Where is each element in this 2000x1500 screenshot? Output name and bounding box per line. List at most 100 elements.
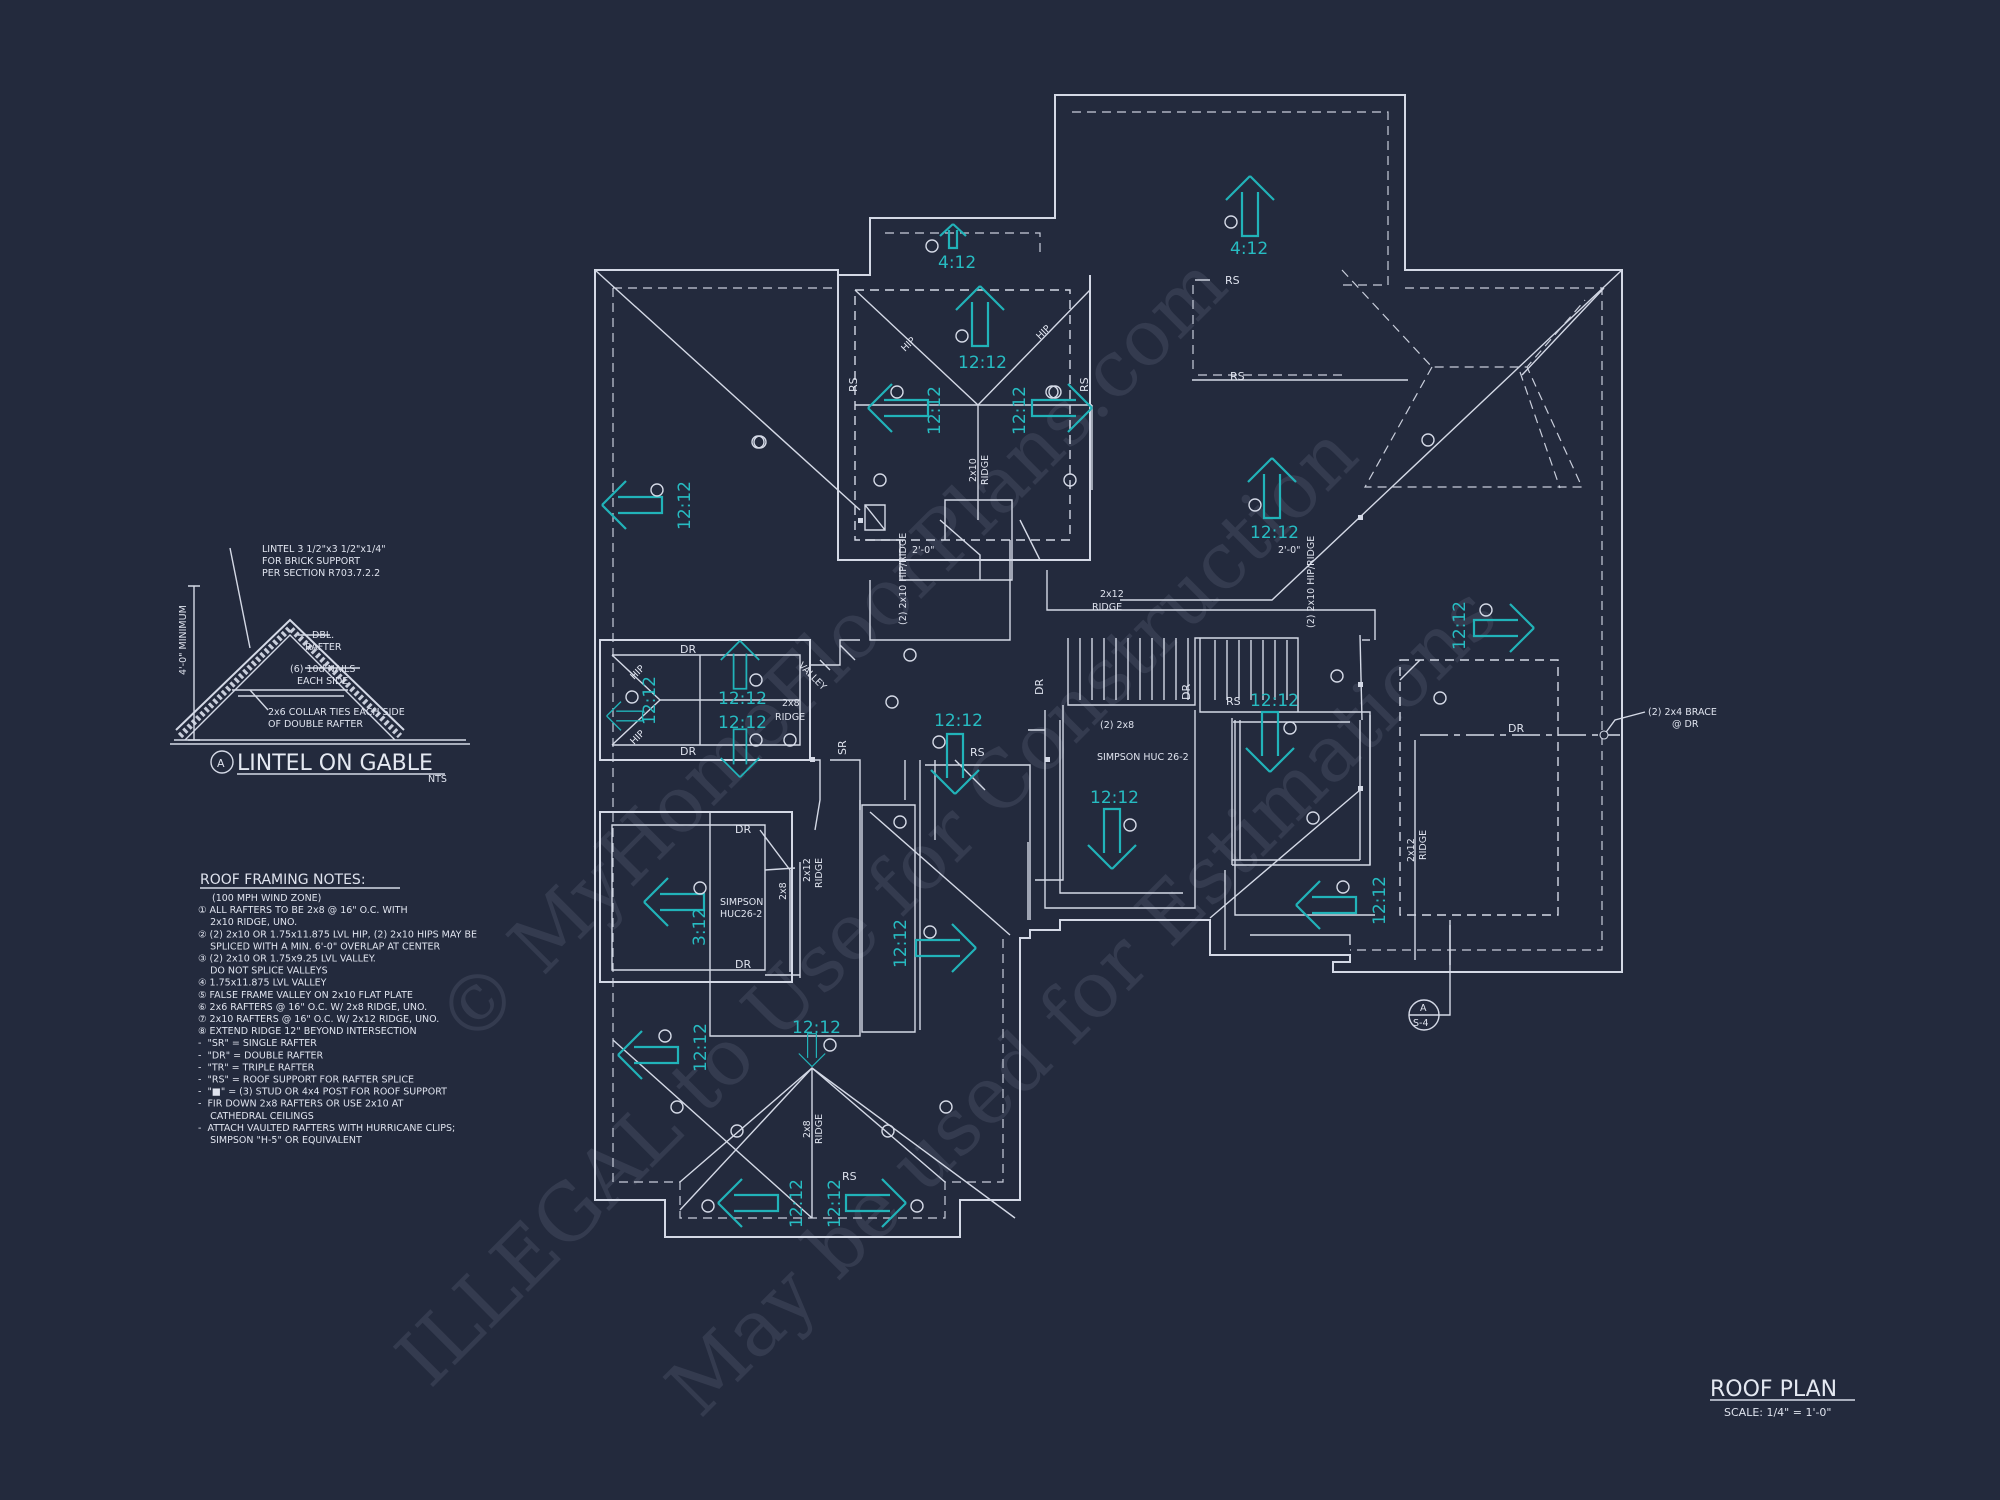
label-rs: RS <box>1078 377 1091 392</box>
nails-2: EACH SIDE <box>297 676 348 687</box>
label-2x8-ridge: 2x8 <box>778 882 789 900</box>
min-label: 4'-0" MINIMUM <box>178 605 189 675</box>
note-line: ⑥ 2x6 RAFTERS @ 16" O.C. W/ 2x8 RIDGE, U… <box>198 1002 427 1013</box>
label-dr: DR <box>680 745 696 758</box>
pitch-label: 12:12 <box>934 711 983 731</box>
label-brace: (2) 2x4 BRACE <box>1648 707 1717 718</box>
note-line: - FIR DOWN 2x8 RAFTERS OR USE 2x10 AT <box>198 1099 404 1110</box>
pitch-label: 12:12 <box>691 1023 711 1072</box>
label-hip-ridge: (2) 2x10 HIP/RIDGE <box>898 533 909 625</box>
label-rs: RS <box>1230 370 1245 383</box>
note-line: - "TR" = TRIPLE RAFTER <box>198 1062 315 1073</box>
collar-1: 2x6 COLLAR TIES EACH SIDE <box>268 707 405 718</box>
plan-title: ROOF PLAN <box>1710 1377 1837 1402</box>
pitch-label: 12:12 <box>640 676 660 725</box>
dbl-rafter-2: RAFTER <box>305 642 342 653</box>
pitch-label: 12:12 <box>925 386 945 435</box>
pitch-label: 12:12 <box>825 1179 845 1228</box>
label-hip: HIP <box>1034 323 1053 342</box>
note-line: - ATTACH VAULTED RAFTERS WITH HURRICANE … <box>198 1123 455 1134</box>
lintel-note-2: FOR BRICK SUPPORT <box>262 556 360 567</box>
lintel-detail: LINTEL 3 1/2"x3 1/2"x1/4" FOR BRICK SUPP… <box>170 544 470 785</box>
collar-2: OF DOUBLE RAFTER <box>268 719 363 730</box>
pitch-label: 12:12 <box>718 689 767 709</box>
section-marker-bottom: S-4 <box>1413 1018 1429 1029</box>
label-dr: DR <box>1033 679 1046 695</box>
pitch-label: 12:12 <box>675 481 695 530</box>
label-hip-ridge: (2) 2x10 HIP/RIDGE <box>1306 536 1317 628</box>
label-dimension: 2'-0" <box>912 545 935 556</box>
nails-1: (6) 10d NAILS <box>290 664 355 675</box>
label-ridge: RIDGE <box>814 1114 825 1144</box>
note-line: ③ (2) 2x10 OR 1.75x9.25 LVL VALLEY. <box>198 954 376 965</box>
pitch-labels: 4:12 4:12 12:12 12:12 12:12 12:12 12:12 … <box>640 239 1470 1228</box>
label-hip: HIP <box>628 728 647 747</box>
label-2x8-ridge: 2x8 <box>802 1120 813 1138</box>
label-hip: HIP <box>899 335 918 354</box>
label-ridge: RIDGE <box>775 712 805 723</box>
label-dr: DR <box>680 643 696 656</box>
roof-outline <box>594 94 1623 1238</box>
note-line: SIMPSON "H-5" OR EQUIVALENT <box>198 1135 362 1146</box>
label-rs: RS <box>842 1170 857 1183</box>
note-line: (100 MPH WIND ZONE) <box>212 893 321 904</box>
detail-tag: A <box>217 757 225 770</box>
note-line: ① ALL RAFTERS TO BE 2x8 @ 16" O.C. WITH <box>198 905 408 916</box>
lintel-note-3: PER SECTION R703.7.2.2 <box>262 568 380 579</box>
note-line: ② (2) 2x10 OR 1.75x11.875 LVL HIP, (2) 2… <box>198 929 477 940</box>
label-rs: RS <box>970 746 985 759</box>
roof-framing-notes: ROOF FRAMING NOTES: (100 MPH WIND ZONE)①… <box>198 872 477 1146</box>
pitch-label: 12:12 <box>1370 876 1390 925</box>
note-line: - "RS" = ROOF SUPPORT FOR RAFTER SPLICE <box>198 1075 414 1086</box>
label-simpson: SIMPSON <box>720 897 763 908</box>
note-line: - "■" = (3) STUD OR 4x4 POST FOR ROOF SU… <box>198 1087 447 1098</box>
detail-scale: NTS <box>428 774 447 785</box>
lintel-note-1: LINTEL 3 1/2"x3 1/2"x1/4" <box>262 544 386 555</box>
pitch-label: 12:12 <box>1450 601 1470 650</box>
pitch-arrows <box>600 174 1536 1229</box>
label-dr: DR <box>1508 722 1524 735</box>
label-2x12-ridge: 2x12 <box>802 858 813 882</box>
pitch-label: 12:12 <box>787 1179 807 1228</box>
pitch-label: 12:12 <box>792 1018 841 1038</box>
note-line: CATHEDRAL CEILINGS <box>198 1111 314 1122</box>
label-2x8-ridge: 2x8 <box>782 698 800 709</box>
pitch-label: 12:12 <box>891 919 911 968</box>
pitch-label: 12:12 <box>718 713 767 733</box>
title-block: ROOF PLAN SCALE: 1/4" = 1'-0" <box>1710 1377 1855 1419</box>
label-dimension: 2'-0" <box>1278 545 1301 556</box>
notes-heading: ROOF FRAMING NOTES: <box>200 872 366 888</box>
label-ridge: RIDGE <box>1418 830 1429 860</box>
note-line: ④ 1.75x11.875 LVL VALLEY <box>198 978 327 989</box>
note-line: ⑤ FALSE FRAME VALLEY ON 2x10 FLAT PLATE <box>198 990 413 1001</box>
pitch-label: 12:12 <box>1250 523 1299 543</box>
note-line: 2x10 RIDGE, UNO. <box>198 917 297 928</box>
plan-scale: SCALE: 1/4" = 1'-0" <box>1724 1406 1832 1419</box>
dbl-rafter-1: DBL. <box>312 630 334 641</box>
label-rs: RS <box>1226 695 1241 708</box>
section-marker-top: A <box>1420 1003 1427 1014</box>
label-simpson: HUC26-2 <box>720 909 762 920</box>
note-line: ⑦ 2x10 RAFTERS @ 16" O.C. W/ 2x12 RIDGE,… <box>198 1014 439 1025</box>
framing-labels: RS RS RS RS RS RS RS DR DR DR DR DR DR D… <box>628 274 1717 1183</box>
note-line: SPLICED WITH A MIN. 6'-0" OVERLAP AT CEN… <box>198 941 441 952</box>
label-rs: RS <box>1225 274 1240 287</box>
label-dr: DR <box>735 958 751 971</box>
note-callouts <box>625 215 1493 1213</box>
pitch-label: 3:12 <box>690 908 710 946</box>
label-dr: DR <box>1180 684 1193 700</box>
label-2x10-ridge: 2x10 <box>968 458 979 482</box>
pitch-label: 4:12 <box>1230 239 1268 259</box>
label-ridge: RIDGE <box>814 858 825 888</box>
label-sr: SR <box>836 740 849 755</box>
label-ridge: RIDGE <box>1092 602 1122 613</box>
pitch-label: 12:12 <box>1010 386 1030 435</box>
watermark: © MyHomeFloorPlans.com ILLEGAL to Use fo… <box>380 239 1514 1433</box>
note-line: DO NOT SPLICE VALLEYS <box>198 966 328 977</box>
label-ridge: RIDGE <box>980 455 991 485</box>
label-rs: RS <box>847 377 860 392</box>
pitch-label: 12:12 <box>1090 788 1139 808</box>
section-marker: A S-4 <box>1408 999 1440 1031</box>
note-line: - "SR" = SINGLE RAFTER <box>198 1038 317 1049</box>
